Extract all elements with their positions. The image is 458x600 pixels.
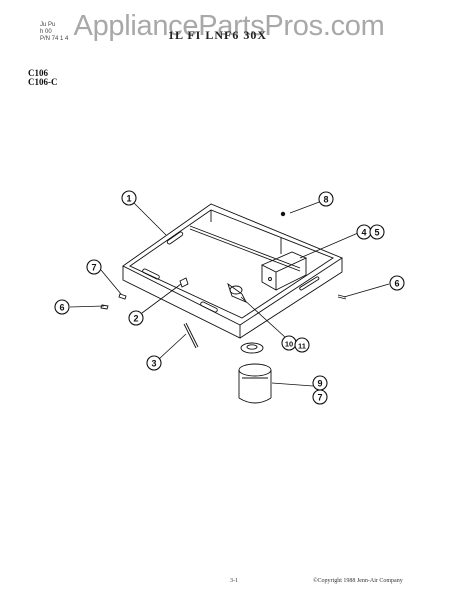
- svg-text:2: 2: [133, 314, 138, 324]
- svg-text:9: 9: [317, 379, 322, 389]
- callout-11: 11: [294, 337, 310, 353]
- callout-8: 8: [318, 191, 334, 207]
- page-number: 3-1: [230, 578, 238, 584]
- grease-jar: [238, 342, 272, 404]
- callout-5: 5: [369, 224, 385, 240]
- filter-box-tray: [122, 203, 343, 339]
- svg-text:7: 7: [91, 263, 96, 273]
- page-title: 1L FI LNF6 30X: [168, 28, 268, 42]
- callout-6-left: 6: [54, 299, 70, 315]
- copyright-notice: ©Copyright 1988 Jenn-Air Company: [313, 578, 403, 584]
- svg-text:7: 7: [317, 393, 322, 403]
- callout-7-upper: 7: [86, 259, 102, 275]
- model-number-2: C106-C: [28, 77, 58, 87]
- callout-1: 1: [121, 190, 137, 206]
- header-part-number: P/N 74 1 4: [40, 36, 69, 42]
- clip-part: [179, 277, 189, 288]
- svg-text:6: 6: [394, 279, 399, 289]
- callout-4: 4: [356, 224, 372, 240]
- svg-text:10: 10: [285, 340, 293, 349]
- callout-7-lower: 7: [312, 389, 328, 405]
- callout-6-right: 6: [389, 275, 405, 291]
- svg-text:3: 3: [151, 359, 156, 369]
- watermark: AppliancePartsPros.com: [73, 10, 385, 42]
- callout-2: 2: [128, 310, 144, 326]
- svg-text:4: 4: [361, 228, 366, 238]
- callout-10: 10: [281, 335, 297, 351]
- svg-text:11: 11: [298, 342, 306, 351]
- header-line-2: h 00: [40, 29, 52, 35]
- callout-9: 9: [312, 375, 328, 391]
- svg-text:8: 8: [323, 195, 328, 205]
- svg-text:6: 6: [59, 303, 64, 313]
- bracket-assembly: [260, 238, 308, 291]
- model-number-1: C106: [28, 68, 48, 78]
- screw-parts: [100, 211, 347, 349]
- svg-text:1: 1: [126, 194, 131, 204]
- svg-text:5: 5: [374, 228, 379, 238]
- leader-lines: [69, 200, 390, 387]
- callout-3: 3: [146, 355, 162, 371]
- header-line-1: Ju Pu: [40, 22, 56, 28]
